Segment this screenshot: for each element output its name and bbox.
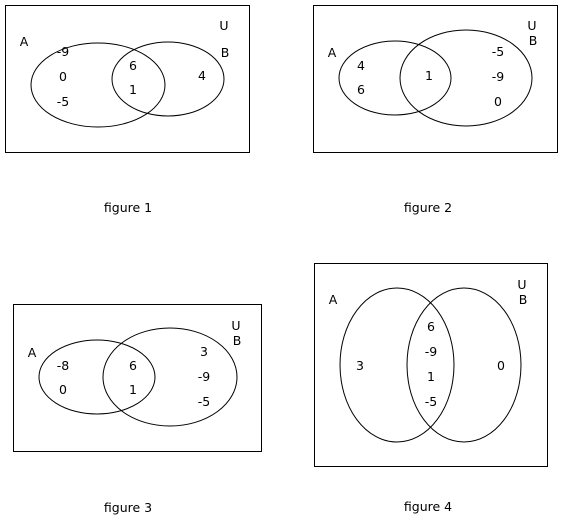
figure-2: U A B 4 6 1 -5 -9 0 figure 2 [313,5,558,215]
a-only-value: -9 [57,44,70,59]
a-only-value: 0 [59,382,67,397]
intersection-value: 1 [427,369,435,384]
a-only-value: 4 [357,58,365,73]
universe-box [314,263,548,467]
universe-label: U [517,277,526,292]
set-a-label: A [20,34,29,49]
set-b-label: B [221,45,230,60]
set-b-label: B [519,292,528,307]
intersection-value: -5 [425,394,437,409]
universe-label: U [231,318,240,333]
b-only-value: -5 [198,394,210,409]
a-only-value: 6 [357,82,365,97]
set-b-label: B [233,333,242,348]
set-a-ellipse [339,287,455,443]
set-b-label: B [529,33,538,48]
universe-box [5,5,250,153]
figure-1: U A B -9 0 -5 6 1 4 figure 1 [5,5,250,215]
figure-3: U A B -8 0 6 1 3 -9 -5 figure 3 [13,304,262,515]
intersection-value: 6 [129,358,137,373]
figure-caption: figure 4 [404,499,452,514]
figure-caption: figure 2 [404,200,452,215]
set-a-label: A [328,45,337,60]
b-only-value: -9 [492,69,505,84]
intersection-value: 6 [427,319,435,334]
set-a-ellipse [38,339,156,415]
b-only-value: 4 [198,68,206,83]
intersection-value: 6 [129,58,137,73]
universe-box [313,5,558,153]
universe-label: U [527,18,536,33]
a-only-value: 0 [59,69,67,84]
set-b-ellipse [102,327,238,427]
intersection-value: 1 [129,382,137,397]
b-only-value: 0 [497,358,505,373]
figure-caption: figure 1 [104,200,152,215]
a-only-value: 3 [356,358,364,373]
intersection-value: 1 [425,68,433,83]
a-only-value: -5 [57,94,69,109]
a-only-value: -8 [57,358,70,373]
b-only-value: -5 [492,44,504,59]
set-a-ellipse [338,40,452,116]
figure-4: U A B 3 6 -9 1 -5 0 figure 4 [314,263,548,514]
intersection-value: 1 [129,82,137,97]
intersection-value: -9 [425,344,438,359]
universe-label: U [219,18,228,33]
universe-box [13,304,262,452]
figure-caption: figure 3 [104,500,152,515]
b-only-value: 0 [494,94,502,109]
set-b-ellipse [111,41,225,117]
set-a-label: A [28,345,37,360]
set-b-ellipse [406,287,522,443]
set-a-label: A [329,292,338,307]
b-only-value: -9 [198,369,211,384]
set-b-ellipse [399,29,533,127]
b-only-value: 3 [200,344,208,359]
set-a-ellipse [30,42,166,128]
